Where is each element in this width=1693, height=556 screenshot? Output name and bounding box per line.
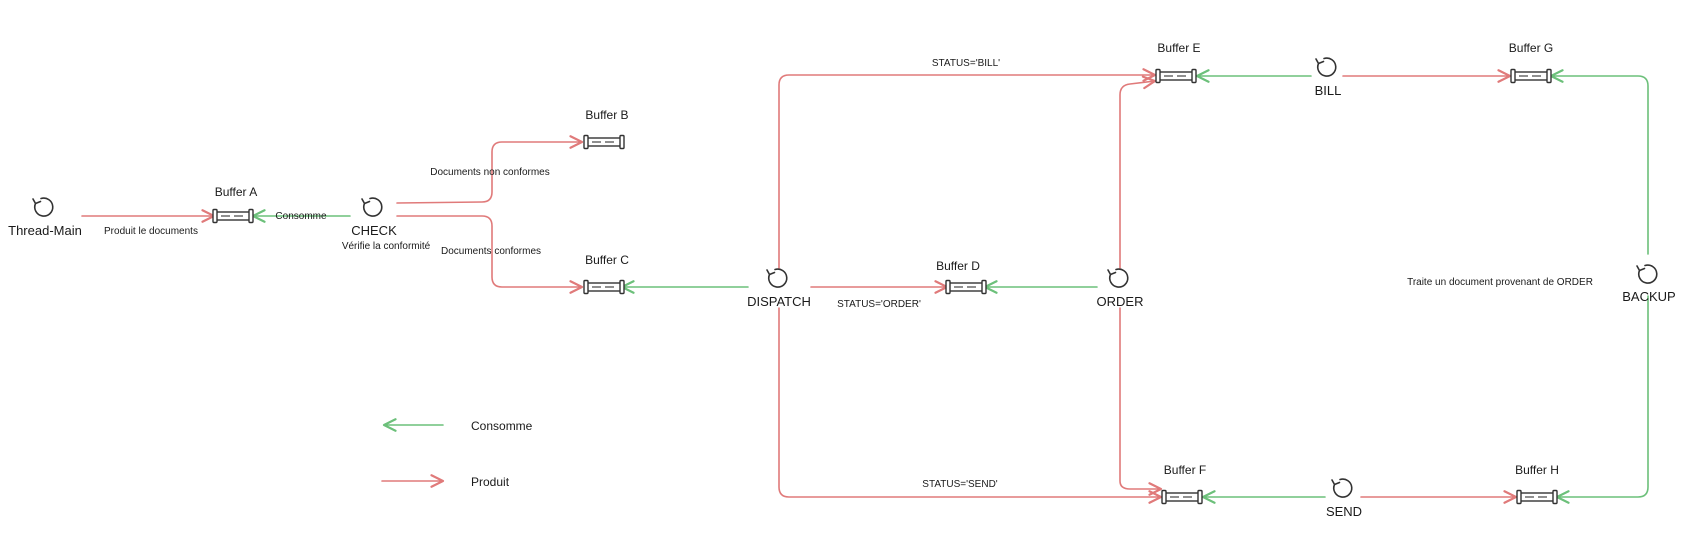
pipe-icon <box>1155 68 1197 84</box>
pipe-icon <box>1516 489 1558 505</box>
edge-order-to-buffer-f <box>1119 307 1163 496</box>
buffer-b: Buffer B <box>583 108 629 150</box>
process-thread-main: Thread-Main <box>8 197 82 238</box>
rotate-icon <box>1636 264 1658 284</box>
edge-label-conformes: Documents conformes <box>441 246 541 257</box>
rotate-icon <box>1107 268 1129 288</box>
buffer-e: Buffer E <box>1155 41 1201 84</box>
edge-label-produit-docs: Produit le documents <box>104 226 198 237</box>
rotate-icon <box>361 197 383 217</box>
process-label: CHECK <box>351 223 397 238</box>
process-label: SEND <box>1326 504 1362 519</box>
process-bill: BILL <box>1315 57 1342 98</box>
process-order: ORDER <box>1097 268 1144 309</box>
edge-check-to-buffer-c <box>396 215 584 294</box>
process-backup: BACKUP <box>1622 264 1676 304</box>
process-label: Thread-Main <box>8 223 82 238</box>
legend-consomme-label: Consomme <box>471 419 533 433</box>
buffer-label: Buffer H <box>1515 463 1559 477</box>
buffer-f: Buffer F <box>1161 463 1206 505</box>
buffer-label: Buffer F <box>1164 463 1206 477</box>
pipe-icon <box>212 208 254 224</box>
edge-order-to-buffer-e <box>1119 75 1157 269</box>
edge-label-status-send: STATUS='SEND' <box>922 479 997 490</box>
edge-label-non-conformes: Documents non conformes <box>430 167 550 178</box>
buffer-h: Buffer H <box>1515 463 1559 505</box>
process-label: BACKUP <box>1622 289 1675 304</box>
edge-check-to-buffer-b <box>396 135 584 204</box>
process-sublabel: Vérifie la conformité <box>342 241 431 252</box>
edge-label-status-order: STATUS='ORDER' <box>837 299 921 310</box>
rotate-icon <box>1315 57 1337 77</box>
process-label: ORDER <box>1097 294 1144 309</box>
rotate-icon <box>766 268 788 288</box>
buffer-label: Buffer E <box>1157 41 1200 55</box>
buffer-label: Buffer D <box>936 259 980 273</box>
pipe-icon <box>1161 489 1203 505</box>
process-dispatch: DISPATCH <box>747 268 811 309</box>
buffer-a: Buffer A <box>212 185 257 224</box>
buffer-d: Buffer D <box>936 259 987 295</box>
edge-backup-consomme-buffer-g <box>1549 69 1649 255</box>
pipe-icon <box>583 279 625 295</box>
pipe-icon <box>583 134 625 150</box>
edge-labels: Produit le documents Consomme Documents … <box>104 58 1000 490</box>
edge-dispatch-to-buffer-f <box>778 307 1163 504</box>
process-label: DISPATCH <box>747 294 811 309</box>
edge-dispatch-to-buffer-e <box>778 68 1157 269</box>
rotate-icon <box>1331 478 1353 498</box>
buffer-c: Buffer C <box>583 253 629 295</box>
process-label: BILL <box>1315 83 1342 98</box>
pipe-icon <box>945 279 987 295</box>
process-send: SEND <box>1326 478 1362 519</box>
buffer-label: Buffer C <box>585 253 629 267</box>
pipe-icon <box>1510 68 1552 84</box>
backup-annotation: Traite un document provenant de ORDER <box>1407 277 1593 288</box>
edges <box>81 68 1649 504</box>
buffer-label: Buffer B <box>585 108 628 122</box>
legend: Consomme Produit <box>381 418 533 489</box>
edge-backup-consomme-buffer-h <box>1555 295 1649 504</box>
buffer-g: Buffer G <box>1509 41 1553 84</box>
buffer-label: Buffer A <box>215 185 257 199</box>
process-check: CHECK Vérifie la conformité <box>342 197 431 252</box>
legend-produit-label: Produit <box>471 475 510 489</box>
edge-label-status-bill: STATUS='BILL' <box>932 58 1000 69</box>
rotate-icon <box>32 197 54 217</box>
buffer-label: Buffer G <box>1509 41 1553 55</box>
edge-label-consomme: Consomme <box>275 211 327 222</box>
